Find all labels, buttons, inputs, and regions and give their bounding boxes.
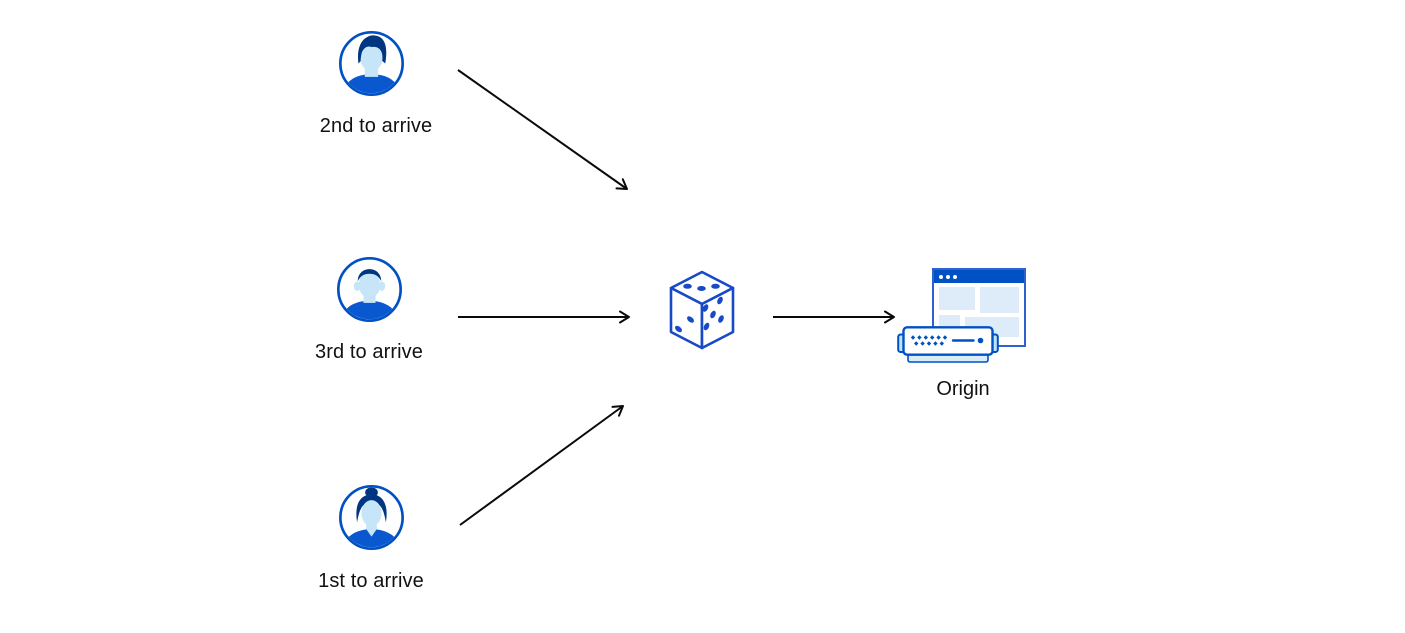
arrow-user2-to-dice [457, 69, 628, 190]
window-dot-icon [946, 274, 950, 279]
origin-server-icon [897, 326, 999, 363]
origin-label: Origin [936, 378, 990, 400]
window-dot-icon [939, 274, 943, 279]
dice-icon [669, 270, 735, 350]
avatar-man-swept-hair-icon [339, 31, 404, 96]
browser-title-bar [934, 270, 1024, 283]
user2-label: 2nd to arrive [319, 115, 433, 137]
browser-content-block [939, 287, 975, 310]
avatar-woman-bun-icon [339, 485, 404, 550]
window-dot-icon [953, 274, 957, 279]
user3-label: 3rd to arrive [314, 341, 423, 363]
browser-content-block [980, 287, 1019, 313]
avatar-man-short-hair-icon [337, 257, 402, 322]
user1-label: 1st to arrive [318, 570, 424, 592]
arrow-user1-to-dice [459, 405, 624, 526]
